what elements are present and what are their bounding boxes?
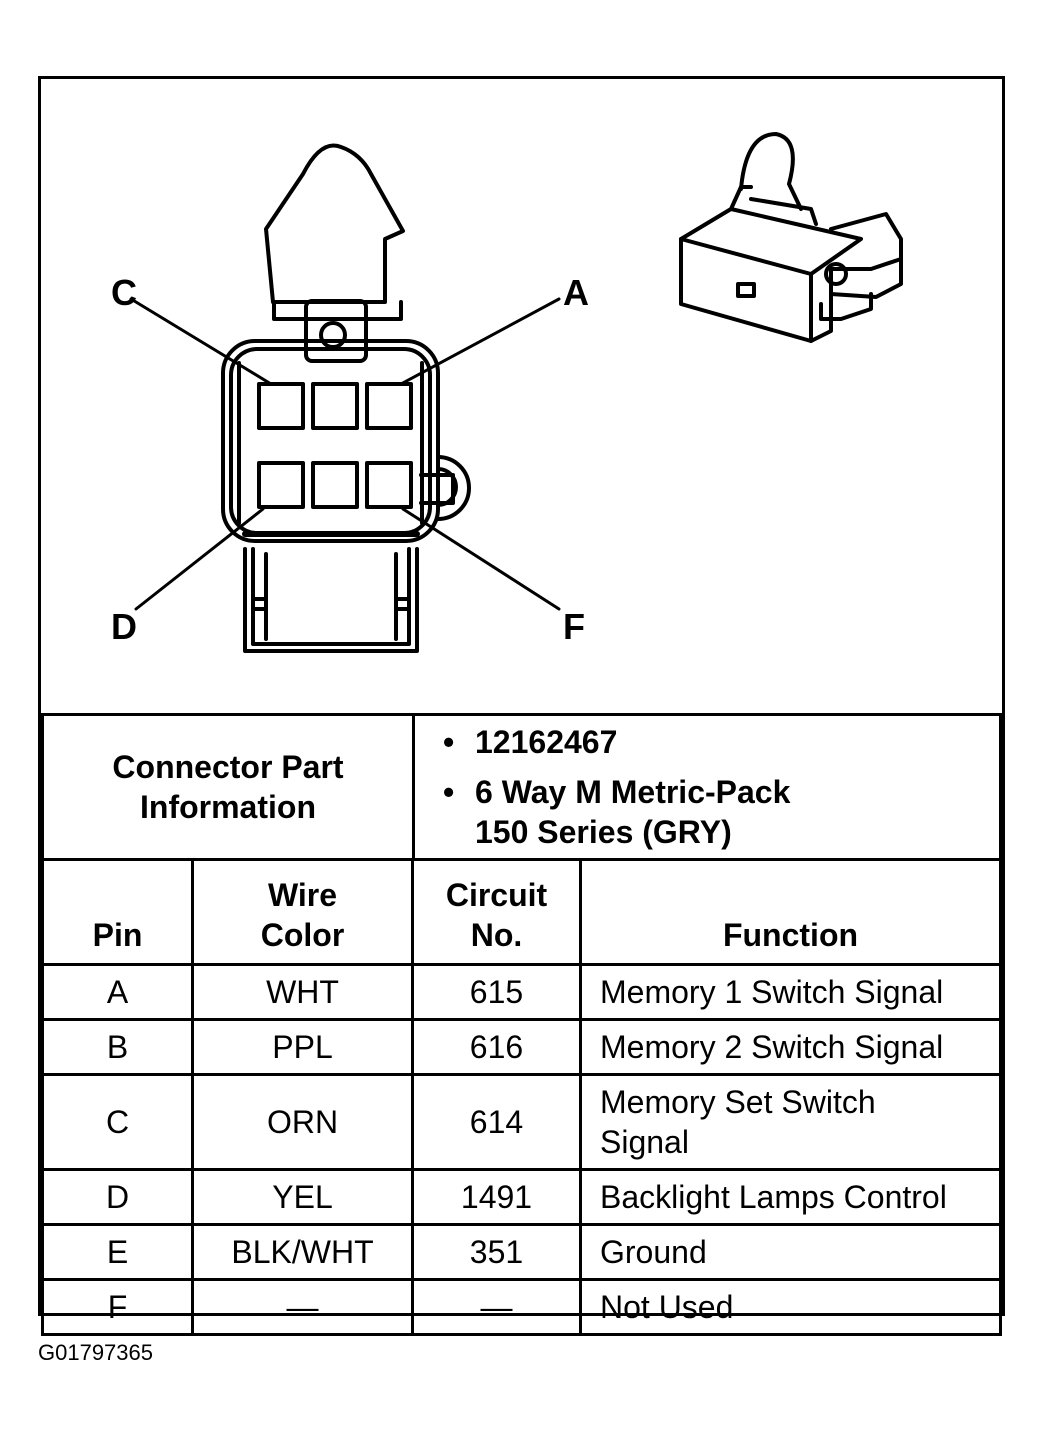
part-number: 12162467 [443, 722, 999, 762]
cell-function: Memory 2 Switch Signal [579, 1018, 1002, 1076]
header-function: Function [579, 858, 1002, 966]
cell-function: Not Used [579, 1278, 1002, 1336]
part-description-line2: 150 Series (GRY) [475, 814, 732, 850]
cell-function: Memory Set Switch Signal [579, 1073, 1002, 1171]
cell-pin: B [41, 1018, 194, 1076]
cell-circuit: 615 [411, 963, 582, 1021]
connector-face-view [129, 143, 561, 653]
cell-circuit: 616 [411, 1018, 582, 1076]
pin-table-header: Pin Wire Color Circuit No. Function [41, 858, 1002, 966]
pin-label-d: D [111, 606, 137, 647]
header-pin: Pin [41, 858, 194, 966]
pin-label-a: A [563, 272, 589, 313]
cell-pin: D [41, 1168, 194, 1226]
cell-wire-color: BLK/WHT [191, 1223, 414, 1281]
part-description-line1: 6 Way M Metric-Pack [443, 772, 999, 812]
pin-table: Pin Wire Color Circuit No. Function A WH… [41, 858, 1002, 1336]
cell-circuit: 351 [411, 1223, 582, 1281]
table-row: B PPL 616 Memory 2 Switch Signal [41, 1018, 1002, 1076]
header-circuit: Circuit No. [411, 858, 582, 966]
cell-circuit: — [411, 1278, 582, 1336]
figure-id: G01797365 [38, 1340, 153, 1365]
cell-wire-color: — [191, 1278, 414, 1336]
table-row: A WHT 615 Memory 1 Switch Signal [41, 963, 1002, 1021]
pin-label-f: F [563, 606, 585, 647]
cell-pin: C [41, 1073, 194, 1171]
cell-pin: A [41, 963, 194, 1021]
cell-wire-color: WHT [191, 963, 414, 1021]
cell-wire-color: YEL [191, 1168, 414, 1226]
table-row: C ORN 614 Memory Set Switch Signal [41, 1073, 1002, 1171]
header-wire-color: Wire Color [191, 858, 414, 966]
cell-circuit: 1491 [411, 1168, 582, 1226]
cell-function: Backlight Lamps Control [579, 1168, 1002, 1226]
table-row: E BLK/WHT 351 Ground [41, 1223, 1002, 1281]
connector-drawing [129, 132, 903, 653]
connector-isometric-view [679, 132, 903, 343]
part-info-label: Connector Part Information [41, 713, 415, 861]
connector-part-info: Connector Part Information 12162467 6 Wa… [41, 713, 1002, 861]
cell-circuit: 614 [411, 1073, 582, 1171]
cell-pin: E [41, 1223, 194, 1281]
cell-function: Memory 1 Switch Signal [579, 963, 1002, 1021]
cell-function: Ground [579, 1223, 1002, 1281]
cell-pin: F [41, 1278, 194, 1336]
table-row: F — — Not Used [41, 1278, 1002, 1336]
part-info-value: 12162467 6 Way M Metric-Pack 150 Series … [412, 713, 1002, 861]
cell-wire-color: ORN [191, 1073, 414, 1171]
cell-wire-color: PPL [191, 1018, 414, 1076]
connector-frame: C A D F Connector Part Information 12162… [38, 76, 1005, 1336]
table-row: D YEL 1491 Backlight Lamps Control [41, 1168, 1002, 1226]
pin-label-c: C [111, 272, 137, 313]
